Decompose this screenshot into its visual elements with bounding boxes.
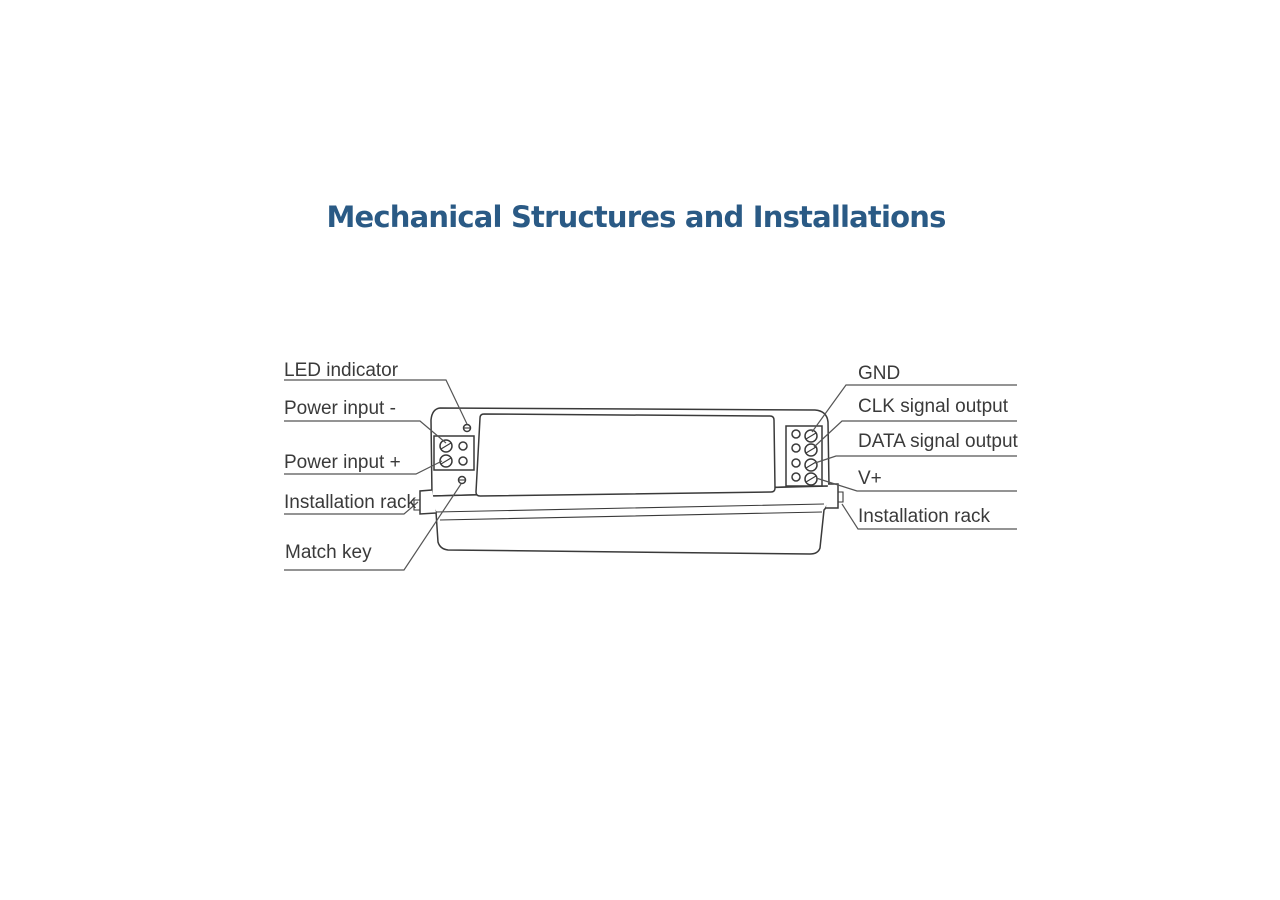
device-front-edge — [435, 503, 825, 521]
controller-device — [413, 407, 844, 555]
vplus-wire-hole-icon — [791, 472, 801, 482]
left-leader-lines — [284, 379, 468, 571]
power-minus-wire-hole-icon — [458, 441, 468, 451]
label-installation-rack-right: Installation rack — [858, 506, 991, 527]
label-v-plus: V+ — [858, 468, 882, 489]
label-power-input-minus: Power input - — [284, 398, 396, 419]
label-power-input-plus: Power input + — [284, 452, 401, 473]
device-label-window — [475, 413, 776, 497]
label-installation-rack-left: Installation rack — [284, 492, 417, 513]
right-leader-lines — [811, 384, 1017, 530]
gnd-wire-hole-icon — [791, 429, 801, 439]
right-installation-rack-tab — [826, 483, 839, 509]
data-wire-hole-icon — [791, 458, 801, 468]
left-terminal-block — [433, 435, 475, 471]
label-match-key: Match key — [285, 542, 372, 563]
label-led-indicator: LED indicator — [284, 360, 399, 381]
page-title: Mechanical Structures and Installations — [326, 200, 946, 234]
power-plus-wire-hole-icon — [458, 456, 468, 466]
left-installation-rack-tab — [419, 489, 437, 515]
label-clk-signal-output: CLK signal output — [858, 396, 1009, 417]
clk-wire-hole-icon — [791, 443, 801, 453]
label-gnd: GND — [858, 363, 900, 384]
label-data-signal-output: DATA signal output — [858, 431, 1019, 452]
